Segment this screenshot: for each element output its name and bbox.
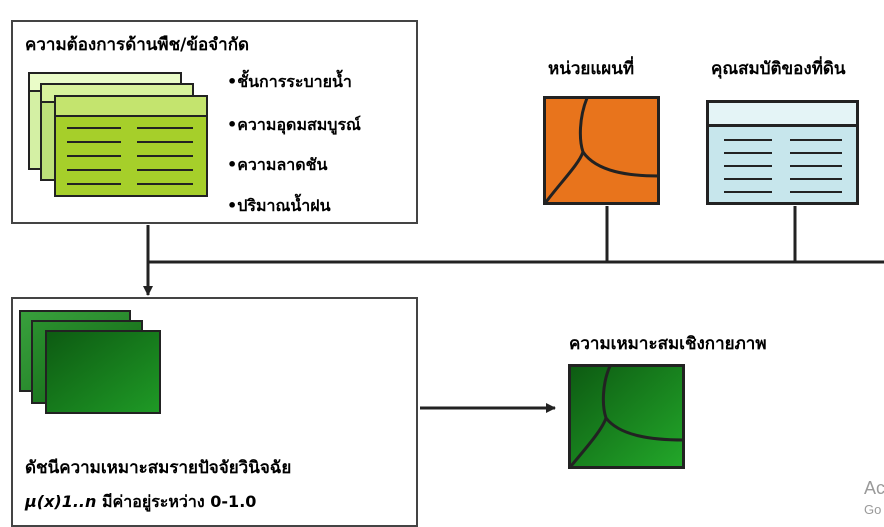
requirements-box: ความต้องการด้านพืช/ข้อจำกัด •ชั้นการระบา… bbox=[11, 20, 418, 224]
stacked-suitability-maps-icon bbox=[19, 310, 161, 414]
criterion-fertility: •ความอุดมสมบูรณ์ bbox=[227, 115, 361, 134]
index-title: ดัชนีความเหมาะสมรายปัจจัยวินิจฉัย bbox=[25, 458, 292, 478]
stacked-table-front bbox=[54, 95, 208, 197]
physical-suitability-map-icon bbox=[568, 364, 685, 469]
index-range-text: มีค่าอยู่ระหว่าง 0-1.0 bbox=[96, 492, 257, 511]
criterion-slope: •ความลาดชัน bbox=[227, 155, 328, 174]
requirements-title: ความต้องการด้านพืช/ข้อจำกัด bbox=[25, 35, 250, 55]
criterion-drainage: •ชั้นการระบายน้ำ bbox=[227, 72, 352, 91]
soil-properties-label: คุณสมบัติของที่ดิน bbox=[711, 59, 846, 79]
index-range-symbol: μ(x)1..n bbox=[25, 492, 97, 511]
map-unit-label: หน่วยแผนที่ bbox=[548, 59, 635, 79]
physical-suitability-label: ความเหมาะสมเชิงกายภาพ bbox=[569, 334, 767, 354]
map-unit-icon bbox=[543, 96, 660, 205]
soil-properties-table-icon bbox=[706, 100, 859, 205]
index-range: μ(x)1..n มีค่าอยู่ระหว่าง 0-1.0 bbox=[25, 490, 256, 515]
activation-watermark-line2: Go bbox=[864, 502, 882, 517]
crop-requirement-tables-icon bbox=[28, 72, 208, 197]
stacked-map-front bbox=[45, 330, 161, 414]
suitability-index-box: ดัชนีความเหมาะสมรายปัจจัยวินิจฉัย μ(x)1.… bbox=[11, 297, 418, 527]
criterion-rainfall: •ปริมาณน้ำฝน bbox=[227, 196, 331, 215]
activation-watermark-line1: Ac bbox=[864, 478, 884, 498]
